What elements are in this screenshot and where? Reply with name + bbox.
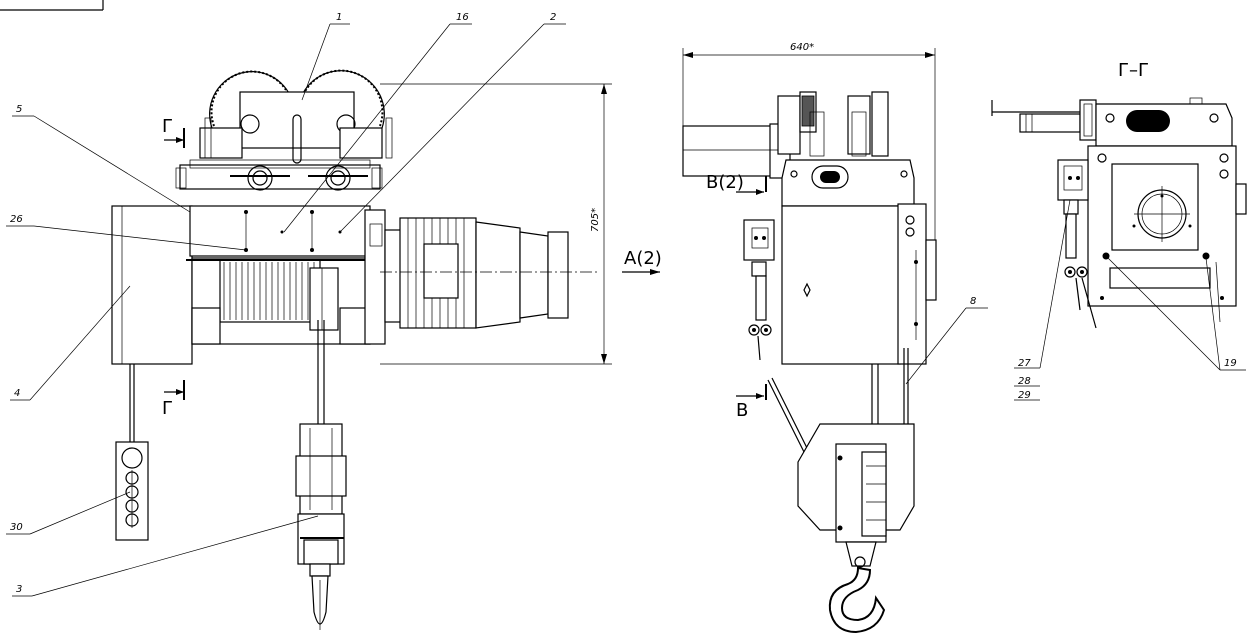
section-housing	[1087, 145, 1247, 323]
label-4: 4	[14, 388, 20, 399]
label-26: 26	[10, 214, 23, 225]
view-a-marker: А(2)	[622, 248, 662, 275]
label-2: 2	[550, 12, 556, 23]
side-view: 640* В(2) В	[682, 42, 937, 634]
view-a-label: А(2)	[624, 248, 662, 269]
dim-705: 705*	[590, 208, 601, 232]
hoist-body-side	[781, 159, 937, 365]
drum-cover	[111, 205, 193, 365]
label-5: 5	[16, 104, 22, 115]
section-title: Г–Г	[1118, 60, 1149, 81]
label-19: 19	[1224, 358, 1237, 369]
view-b-bottom-label: В	[736, 400, 748, 421]
label-28: 28	[1018, 376, 1031, 387]
label-1: 1	[336, 12, 342, 23]
hoist-body	[186, 205, 386, 345]
trolley-side	[777, 91, 889, 157]
dim-640: 640*	[790, 42, 814, 53]
section-limit-switch	[1057, 159, 1097, 329]
trolley-frame	[175, 159, 383, 191]
hook-block-front	[295, 320, 347, 630]
trolley-gears	[199, 69, 393, 164]
label-16: 16	[456, 12, 469, 23]
view-b-marker: В(2) В	[706, 172, 767, 421]
limit-switch-side	[743, 219, 813, 461]
view-b-top-label: В(2)	[706, 172, 744, 193]
width-dimension: 640*	[682, 42, 936, 270]
height-dimension: 705*	[380, 83, 612, 365]
label-3: 3	[16, 584, 22, 595]
section-motor	[991, 99, 1097, 141]
section-top-plate	[1095, 97, 1233, 147]
motor	[380, 217, 600, 329]
front-view: 705* А(2) Г Г	[111, 69, 662, 630]
label-27: 27	[1018, 358, 1031, 369]
pendant-control	[115, 364, 149, 541]
section-mark-bottom: Г	[162, 398, 173, 419]
label-8: 8	[970, 296, 976, 307]
motor-side	[682, 123, 791, 179]
hook-block-side	[797, 348, 915, 634]
label-30: 30	[10, 522, 23, 533]
frame-corner	[0, 0, 104, 11]
section-mark-top: Г	[162, 116, 173, 137]
section-marks: Г Г	[162, 116, 185, 419]
section-view: Г–Г	[991, 60, 1247, 329]
label-29: 29	[1018, 390, 1031, 401]
leaders: 1 16 2 5 26 4 30 3 8 27	[6, 12, 1246, 597]
